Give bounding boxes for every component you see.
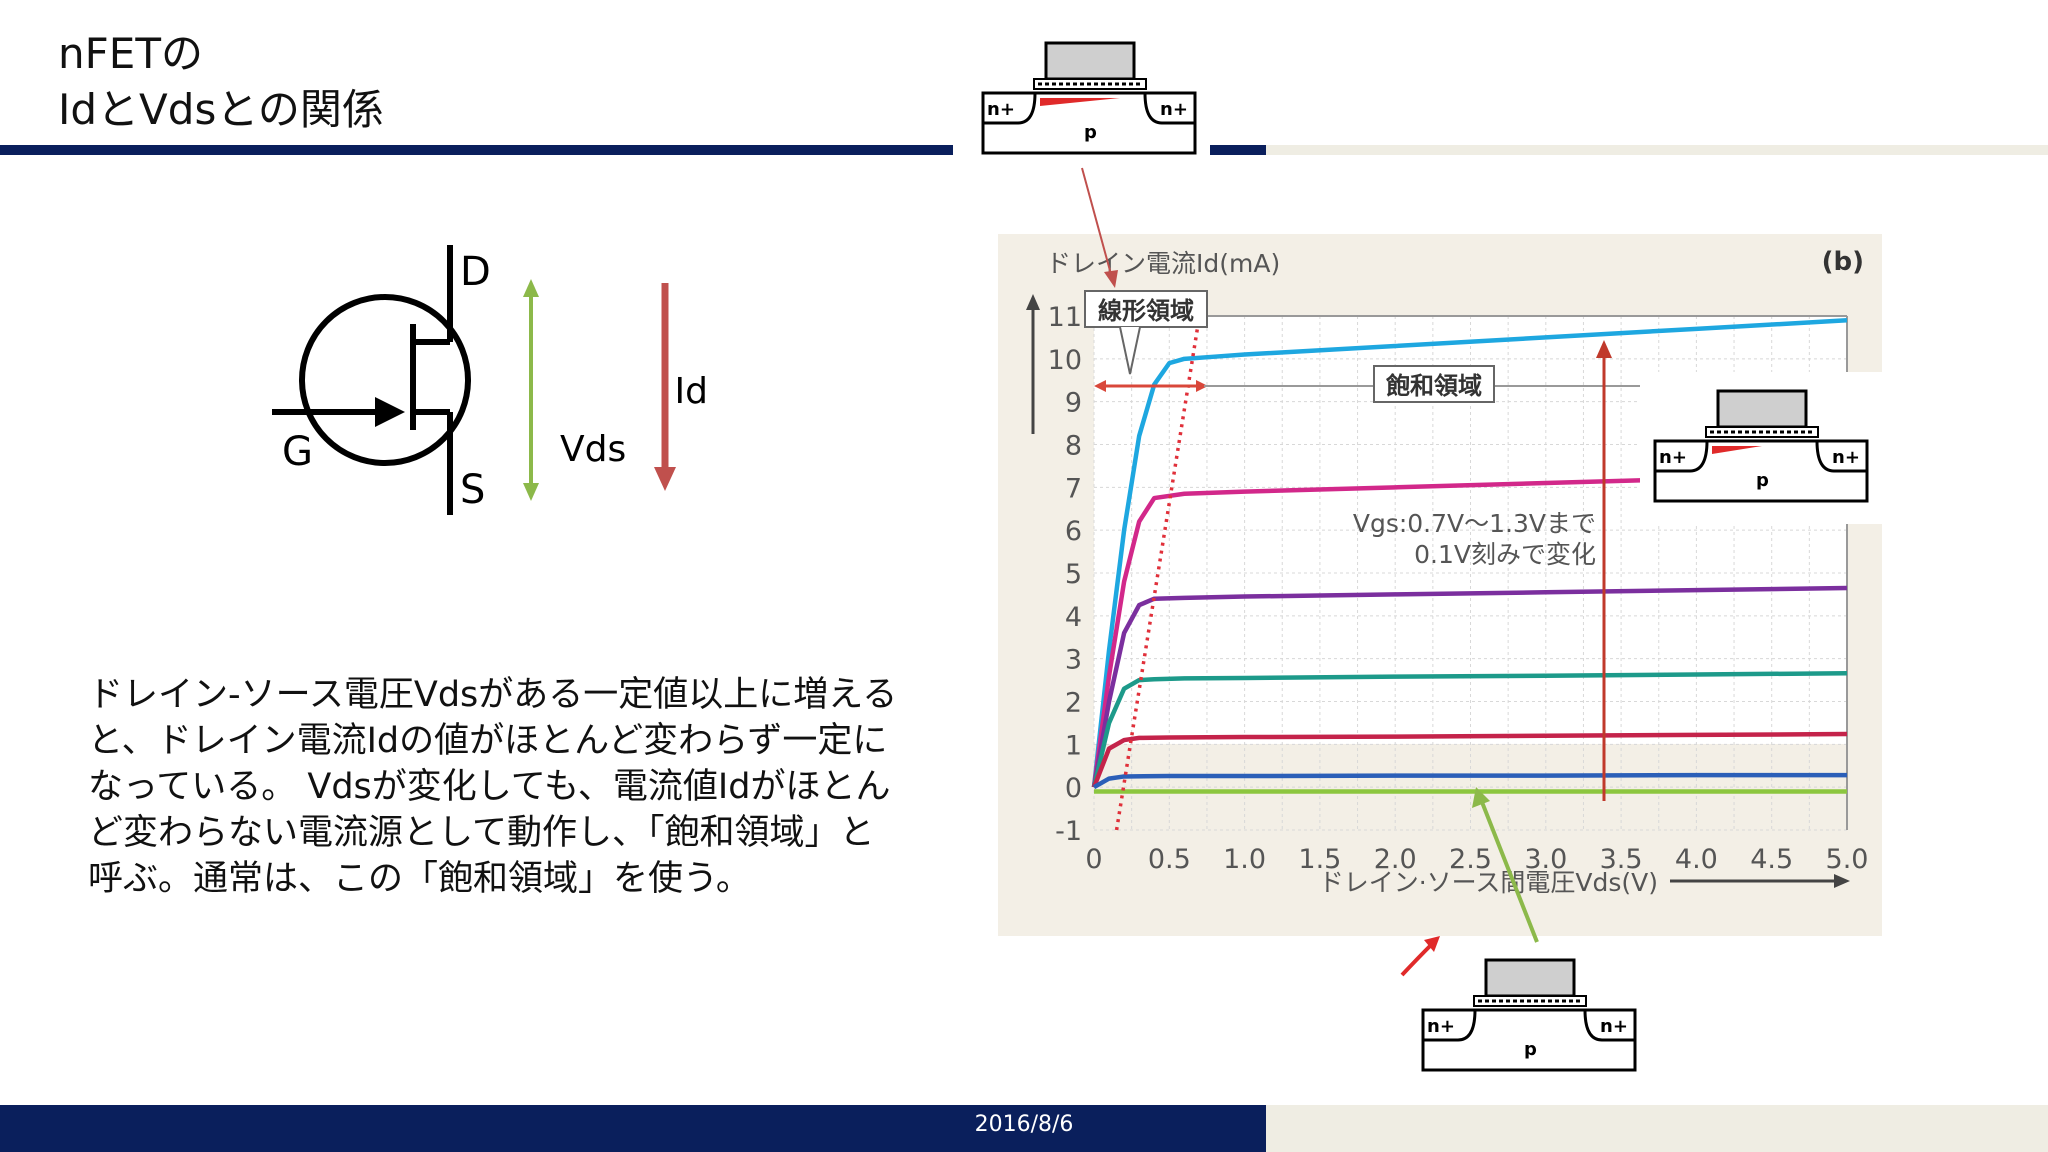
drain-well bbox=[1815, 440, 1867, 473]
p-label: p bbox=[1524, 1039, 1537, 1060]
channel-shape bbox=[1712, 446, 1762, 454]
series-line bbox=[1091, 731, 1848, 788]
linear-region-pointer bbox=[1119, 326, 1141, 375]
footer-bar-right bbox=[1266, 1105, 2048, 1152]
p-label: p bbox=[1084, 122, 1097, 143]
x-tick-label: 1.0 bbox=[1223, 844, 1266, 875]
x-tick-label: 0.5 bbox=[1148, 844, 1191, 875]
series-line bbox=[1091, 670, 1848, 788]
series-lines bbox=[1091, 315, 1848, 831]
x-axis-arrowhead bbox=[1834, 874, 1850, 888]
cutoff-sketch-pointer-head bbox=[1472, 787, 1490, 808]
cutoff-sketch-pointer bbox=[1478, 796, 1539, 943]
n-plus-left: n+ bbox=[987, 99, 1015, 120]
linear-region-box bbox=[1084, 290, 1208, 328]
x-tick-label: 4.5 bbox=[1750, 844, 1793, 875]
x-tick-label: 0 bbox=[1085, 844, 1102, 875]
series-line bbox=[1092, 772, 1847, 790]
series-line bbox=[1091, 472, 1848, 788]
label-id: Id bbox=[675, 371, 708, 412]
header-rule-middle bbox=[1210, 145, 1266, 155]
vgs-note-line2: 0.1V刻みで変化 bbox=[1414, 540, 1596, 569]
id-arrowhead bbox=[654, 467, 676, 491]
series-line bbox=[1091, 585, 1848, 788]
chart-x-axis-label: ドレイン·ソース間電圧Vds(V) bbox=[1319, 868, 1658, 897]
p-label: p bbox=[1756, 470, 1769, 491]
y-tick-label: 4 bbox=[1065, 602, 1082, 633]
vgs-increase-arrowhead bbox=[1596, 340, 1612, 358]
n-plus-left: n+ bbox=[1427, 1016, 1455, 1037]
grid-lines bbox=[1093, 315, 1848, 831]
drain-well bbox=[1143, 92, 1195, 125]
channel-shape bbox=[1040, 98, 1120, 106]
label-s: S bbox=[460, 467, 485, 513]
device-sketch-bottom: n+ n+ p bbox=[1421, 958, 1637, 1072]
vgs-note-line1: Vgs:0.7V～1.3Vまで bbox=[1353, 509, 1596, 538]
x-tick-label: 4.0 bbox=[1675, 844, 1718, 875]
n-plus-right: n+ bbox=[1600, 1016, 1628, 1037]
slide-title: nFETの IdとVdsとの関係 bbox=[58, 26, 384, 138]
title-line-2: IdとVdsとの関係 bbox=[58, 85, 384, 134]
label-vds: Vds bbox=[560, 429, 626, 470]
drain-well bbox=[1583, 1009, 1635, 1042]
explanation-text: ドレイン-ソース電圧Vdsがある一定値以上に増えると、ドレイン電流Idの値がほと… bbox=[88, 675, 898, 899]
n-plus-right: n+ bbox=[1160, 99, 1188, 120]
y-tick-label: 7 bbox=[1065, 473, 1082, 504]
x-tick-label: 3.5 bbox=[1600, 844, 1643, 875]
x-tick-label: 2.0 bbox=[1374, 844, 1417, 875]
vds-arrowhead-up bbox=[523, 279, 539, 297]
x-tick-label: 5.0 bbox=[1826, 844, 1869, 875]
gate-block bbox=[1716, 389, 1808, 429]
linear-sketch-pointer-head bbox=[1104, 270, 1118, 288]
footer-date: 2016/8/6 bbox=[974, 1112, 1074, 1137]
red-hook-arrowhead bbox=[1424, 936, 1440, 952]
device-sketch-top: n+ n+ p bbox=[981, 41, 1197, 155]
linear-sketch-pointer bbox=[1081, 167, 1113, 279]
source-well bbox=[1423, 1009, 1477, 1042]
y-tick-label: 8 bbox=[1065, 431, 1082, 462]
linear-span-arrowhead-right bbox=[1196, 380, 1208, 392]
device-sketch-middle: n+ n+ p bbox=[1653, 389, 1869, 503]
linear-span-arrowhead-left bbox=[1094, 380, 1106, 392]
series-line bbox=[1091, 318, 1848, 788]
header-rule-right bbox=[1266, 145, 2048, 155]
chart-y-axis-label: ドレイン電流Id(mA) bbox=[1046, 249, 1280, 278]
n-plus-left: n+ bbox=[1659, 447, 1687, 468]
y-tick-label: 10 bbox=[1048, 345, 1082, 376]
y-tick-label: 9 bbox=[1065, 388, 1082, 419]
source-well bbox=[983, 92, 1037, 125]
header-rule-left bbox=[0, 145, 953, 155]
label-d: D bbox=[460, 249, 491, 295]
y-tick-label: 6 bbox=[1065, 516, 1082, 547]
y-axis-arrowhead bbox=[1026, 294, 1040, 310]
x-tick-label: 3.0 bbox=[1524, 844, 1567, 875]
title-line-1: nFETの bbox=[58, 29, 203, 78]
nfet-body-circle bbox=[299, 294, 471, 466]
y-tick-label: 0 bbox=[1065, 773, 1082, 804]
footer-bar bbox=[0, 1105, 1266, 1152]
y-tick-label: 11 bbox=[1048, 302, 1082, 333]
gate-block bbox=[1484, 958, 1576, 998]
x-tick-label: 2.5 bbox=[1449, 844, 1492, 875]
y-tick-label: 1 bbox=[1065, 730, 1082, 761]
gate-block bbox=[1044, 41, 1136, 81]
y-tick-label: -1 bbox=[1055, 816, 1082, 847]
vds-arrowhead-down bbox=[523, 483, 539, 501]
linear-saturation-boundary bbox=[1114, 315, 1202, 831]
y-tick-label: 2 bbox=[1065, 688, 1082, 719]
x-tick-label: 1.5 bbox=[1298, 844, 1341, 875]
saturation-region-label: 飽和領域 bbox=[1385, 372, 1482, 400]
n-plus-right: n+ bbox=[1832, 447, 1860, 468]
y-tick-label: 5 bbox=[1065, 559, 1082, 590]
gate-arrowhead bbox=[375, 397, 405, 427]
chart-panel-label: (b) bbox=[1822, 247, 1864, 277]
linear-region-label: 線形領域 bbox=[1098, 297, 1194, 325]
label-g: G bbox=[282, 429, 313, 475]
y-tick-label: 3 bbox=[1065, 645, 1082, 676]
source-well bbox=[1655, 440, 1709, 473]
nfet-symbol-diagram: D G S Vds Id bbox=[272, 245, 708, 515]
saturation-region-box bbox=[1373, 365, 1495, 403]
